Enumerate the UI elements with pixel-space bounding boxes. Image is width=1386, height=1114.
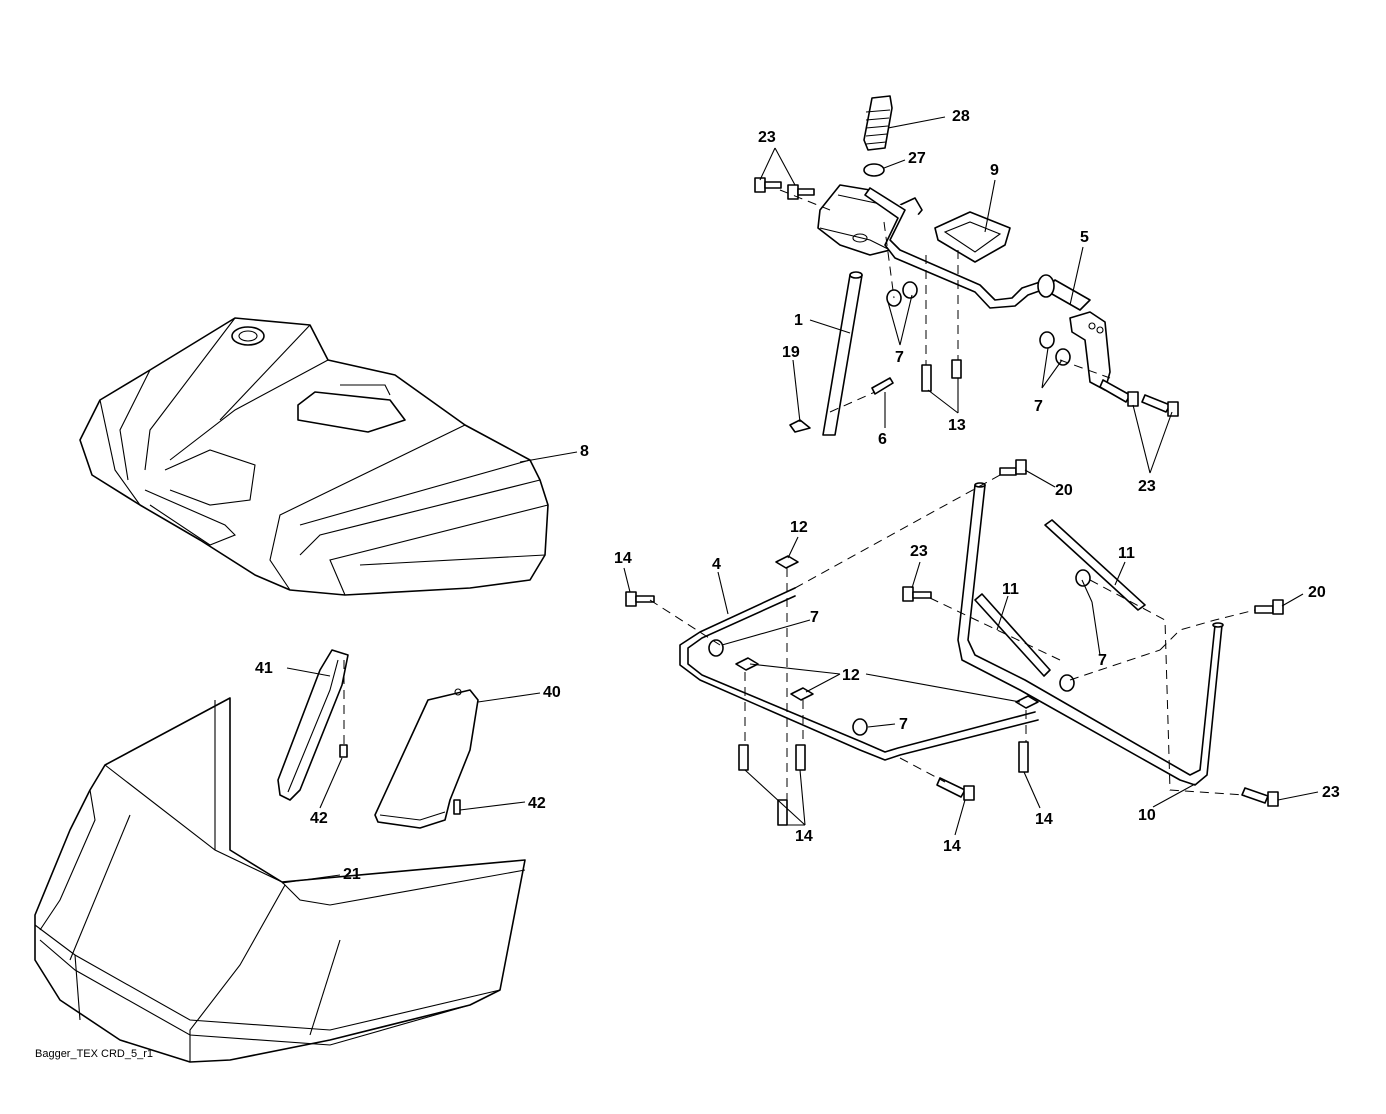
callout-7: 7 <box>1034 398 1043 415</box>
part-40-plate <box>374 688 479 829</box>
leader-lines <box>281 116 1319 884</box>
callout-13: 13 <box>948 417 966 434</box>
part-41-strip <box>277 649 349 801</box>
part-right-bracket <box>1069 311 1111 391</box>
callout-9: 9 <box>990 162 999 179</box>
callout-7: 7 <box>1098 652 1107 669</box>
callout-6: 6 <box>878 431 887 448</box>
callout-14: 14 <box>1035 811 1053 828</box>
part-7-nuts-upper <box>886 281 1071 366</box>
callout-23: 23 <box>1322 784 1340 801</box>
part-1-post <box>822 271 863 436</box>
callout-42: 42 <box>310 810 328 827</box>
part-13-bolts <box>921 359 962 392</box>
part-23-bolts-upper <box>754 177 1179 417</box>
callout-23: 23 <box>1138 478 1156 495</box>
callout-4: 4 <box>712 556 721 573</box>
callout-20: 20 <box>1308 584 1326 601</box>
callout-10: 10 <box>1138 807 1156 824</box>
callout-27: 27 <box>908 150 926 167</box>
callout-41: 41 <box>255 660 273 677</box>
part-14-bolts <box>625 591 1029 826</box>
callout-11: 11 <box>1118 545 1135 562</box>
callout-42: 42 <box>528 795 546 812</box>
callout-5: 5 <box>1080 229 1089 246</box>
part-19-clip <box>789 419 811 433</box>
callout-28: 28 <box>952 108 970 125</box>
part-9-latch <box>934 211 1011 263</box>
diagram-footer-label: Bagger_TEX CRD_5_r1 <box>35 1048 153 1060</box>
callout-14: 14 <box>795 828 813 845</box>
part-21-bag <box>34 697 526 1063</box>
callout-12: 12 <box>842 667 860 684</box>
part-23-bolts-lower <box>902 586 1279 807</box>
callout-11: 11 <box>1002 581 1019 598</box>
callout-14: 14 <box>614 550 632 567</box>
part-11-rods <box>974 519 1146 677</box>
callout-40: 40 <box>543 684 561 701</box>
callout-7: 7 <box>899 716 908 733</box>
callout-19: 19 <box>782 344 800 361</box>
callout-7: 7 <box>810 609 819 626</box>
part-8-top-cover <box>79 317 549 596</box>
callout-14: 14 <box>943 838 961 855</box>
part-42-screws <box>339 660 461 815</box>
upper-dashed-guides <box>779 189 1111 413</box>
callout-1: 1 <box>794 312 803 329</box>
callout-23: 23 <box>910 543 928 560</box>
part-28-grip <box>863 95 893 151</box>
lower-dashed-guides <box>649 474 1256 800</box>
callout-21: 21 <box>343 866 361 883</box>
callouts: 28 27 23 9 5 1 19 7 6 13 7 23 8 20 12 14… <box>255 108 1340 883</box>
part-12-clips <box>735 555 1039 709</box>
part-27-washer <box>863 163 885 177</box>
callout-23: 23 <box>758 129 776 146</box>
part-20-bolts <box>999 459 1284 615</box>
callout-12: 12 <box>790 519 808 536</box>
callout-20: 20 <box>1055 482 1073 499</box>
part-7-nuts-lower <box>708 569 1091 736</box>
callout-7: 7 <box>895 349 904 366</box>
callout-8: 8 <box>580 443 589 460</box>
part-10-frame <box>957 482 1224 786</box>
part-6-pin <box>871 377 894 395</box>
